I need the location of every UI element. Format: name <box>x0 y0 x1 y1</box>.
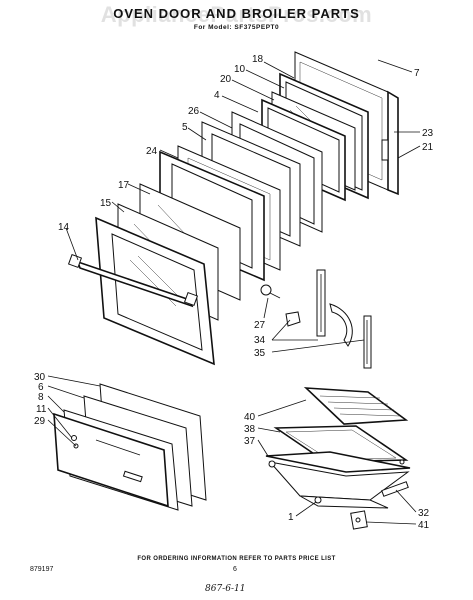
callout-14: 14 <box>58 222 70 233</box>
callout-40: 40 <box>244 412 256 423</box>
callout-4: 4 <box>214 90 220 101</box>
callout-17: 17 <box>118 180 130 191</box>
callout-1: 1 <box>288 512 294 523</box>
diagram-title: OVEN DOOR AND BROILER PARTS <box>113 6 360 21</box>
callout-21: 21 <box>422 142 434 153</box>
document-number: 879197 <box>30 566 54 573</box>
callout-15: 15 <box>100 198 112 209</box>
callout-30: 30 <box>34 372 46 383</box>
callout-27: 27 <box>254 320 266 331</box>
outer-door <box>67 216 215 366</box>
callout-18: 18 <box>252 54 264 65</box>
leader-lines <box>47 59 421 525</box>
door-hinge-hardware <box>260 269 372 369</box>
handwritten-note: 867-6-11 <box>205 584 246 594</box>
callout-8: 8 <box>38 392 44 403</box>
ordering-info-note: FOR ORDERING INFORMATION REFER TO PARTS … <box>137 556 336 562</box>
callout-32: 32 <box>418 508 430 519</box>
callout-41: 41 <box>418 520 430 531</box>
callout-labels: 18 10 20 4 26 5 24 17 15 14 7 23 21 27 3… <box>34 54 434 531</box>
callout-35: 35 <box>254 348 266 359</box>
broiler-pan-assembly <box>265 387 411 530</box>
callout-23: 23 <box>422 128 434 139</box>
callout-38: 38 <box>244 424 256 435</box>
callout-5: 5 <box>182 122 188 133</box>
callout-24: 24 <box>146 146 158 157</box>
callout-26: 26 <box>188 106 200 117</box>
callout-6: 6 <box>38 382 44 393</box>
callout-20: 20 <box>220 74 232 85</box>
callout-34: 34 <box>254 335 266 346</box>
broiler-drawer <box>53 383 207 511</box>
callout-37: 37 <box>244 436 256 447</box>
callout-7: 7 <box>414 68 420 79</box>
page-number: 6 <box>233 566 237 573</box>
model-number: For Model: SF375PEPT0 <box>193 24 280 31</box>
callout-11: 11 <box>36 404 47 415</box>
callout-29: 29 <box>34 416 46 427</box>
callout-10: 10 <box>234 64 246 75</box>
